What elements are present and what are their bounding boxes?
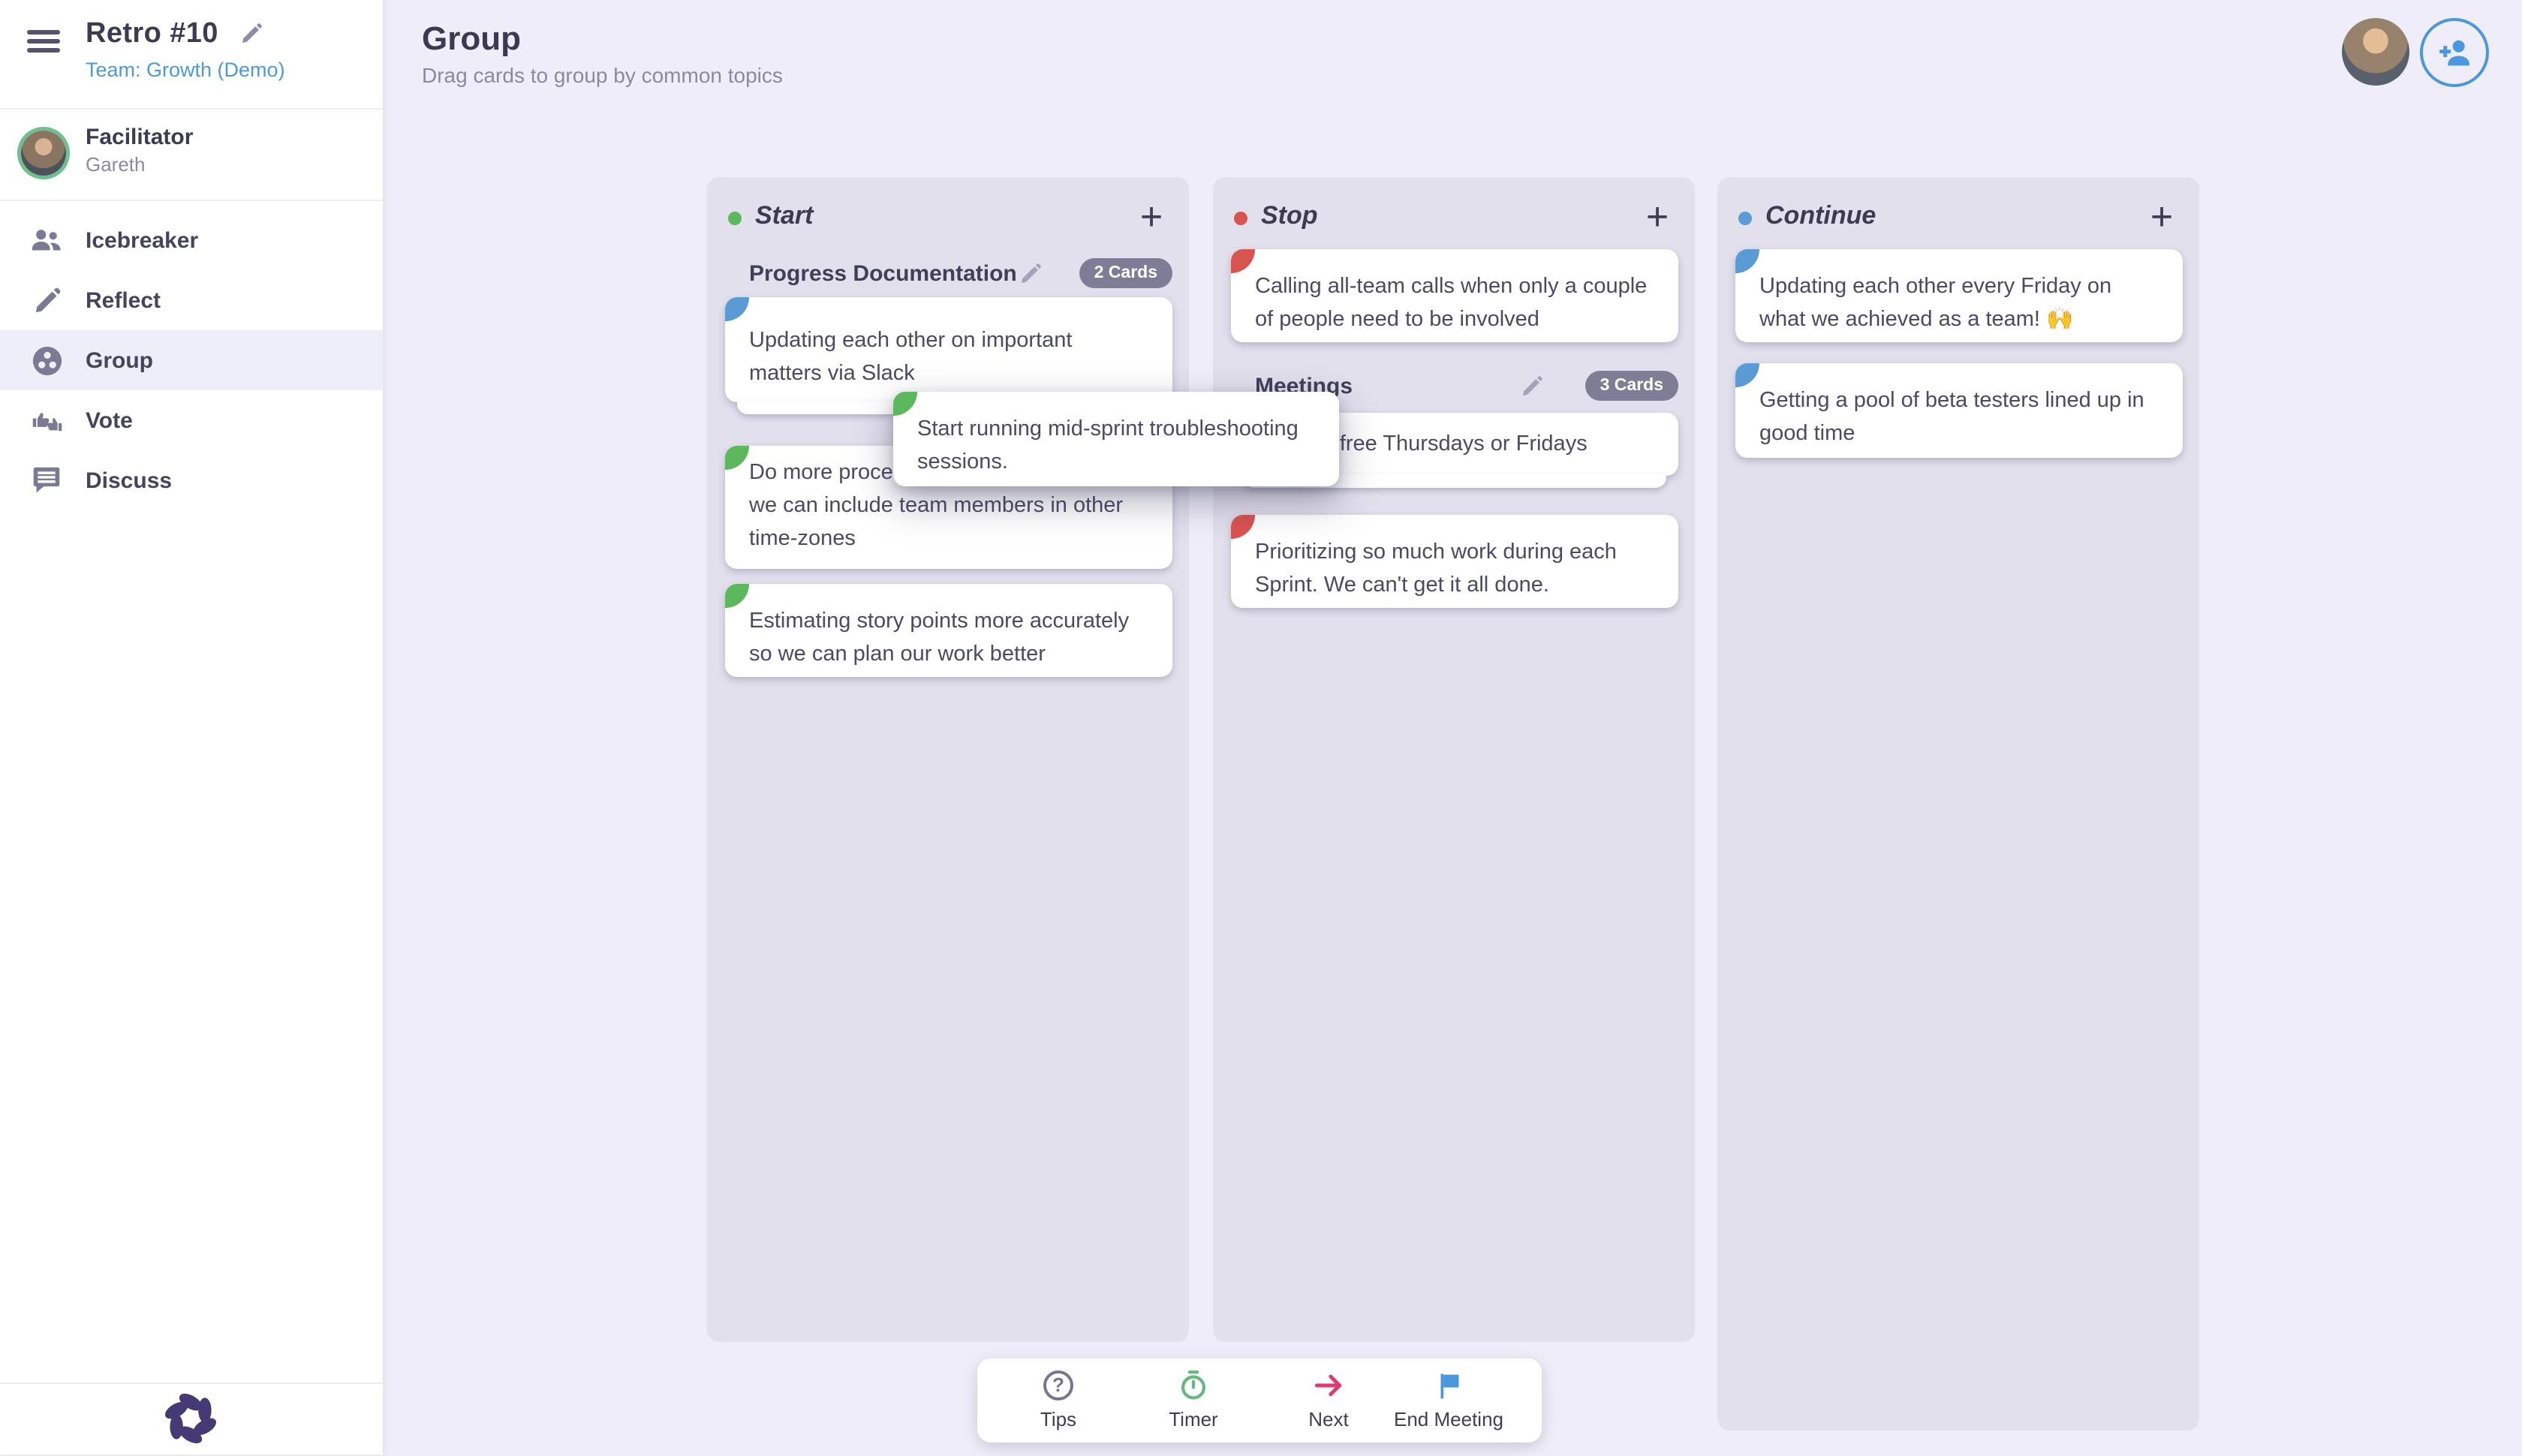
- page-subtitle: Drag cards to group by common topics: [422, 63, 783, 87]
- edit-group-icon[interactable]: [1019, 263, 1042, 285]
- card-text: Getting a pool of beta testers lined up …: [1759, 389, 2144, 446]
- card[interactable]: Prioritizing so much work during each Sp…: [1231, 515, 1678, 608]
- card[interactable]: Updating each other on important matters…: [725, 297, 1172, 402]
- facilitator-avatar: [21, 131, 66, 176]
- phase-menu: Icebreaker Reflect Group Vote: [0, 210, 383, 510]
- continue-color-dot: [1738, 212, 1752, 225]
- meeting-toolbar: ? Tips Timer Next: [977, 1358, 1542, 1442]
- sidebar-item-vote[interactable]: Vote: [0, 390, 383, 450]
- vote-thumbs-icon: [30, 404, 63, 437]
- add-card-button[interactable]: +: [2150, 194, 2174, 239]
- add-card-button[interactable]: +: [1139, 194, 1163, 239]
- hamburger-menu-icon[interactable]: [27, 30, 60, 54]
- discuss-bubble-icon: [30, 464, 63, 497]
- team-link[interactable]: Team: Growth (Demo): [86, 59, 285, 81]
- sidebar-item-group[interactable]: Group: [0, 330, 383, 390]
- retro-title: Retro #10: [86, 18, 218, 50]
- card-text: Updating each other every Friday on what…: [1759, 275, 2112, 332]
- start-color-dot: [728, 212, 742, 225]
- timer-label: Timer: [1169, 1408, 1218, 1430]
- card-text: Prioritizing so much work during each Sp…: [1255, 540, 1617, 597]
- stop-color-dot: [1234, 212, 1247, 225]
- arrow-right-icon: [1269, 1369, 1389, 1402]
- add-card-button[interactable]: +: [1645, 194, 1669, 239]
- stacked-card-edge: [1243, 474, 1666, 488]
- facilitator-name: Gareth: [86, 153, 146, 176]
- group-card-count-badge: 3 Cards: [1585, 371, 1678, 401]
- column-stop: Stop +: [1213, 177, 1695, 1342]
- card-text: Start running mid-sprint troubleshooting…: [917, 417, 1299, 474]
- user-avatar[interactable]: [2342, 18, 2409, 86]
- divider: [0, 108, 383, 110]
- stopwatch-icon: [1133, 1369, 1253, 1402]
- card-text: Estimating story points more accurately …: [749, 609, 1130, 666]
- sidebar-item-label: Discuss: [86, 468, 173, 493]
- group-card-count-badge: 2 Cards: [1079, 258, 1172, 288]
- app-logo: [161, 1388, 221, 1448]
- next-button[interactable]: Next: [1269, 1358, 1389, 1442]
- sidebar: Retro #10 Team: Growth (Demo) Facilitato…: [0, 0, 384, 1454]
- card[interactable]: Getting a pool of beta testers lined up …: [1735, 363, 2183, 458]
- page-title: Group: [422, 20, 521, 57]
- tips-label: Tips: [1040, 1408, 1077, 1430]
- end-meeting-button[interactable]: End Meeting: [1374, 1358, 1524, 1442]
- sidebar-item-discuss[interactable]: Discuss: [0, 450, 383, 510]
- edit-retro-title-icon[interactable]: [240, 23, 263, 45]
- sidebar-item-icebreaker[interactable]: Icebreaker: [0, 210, 383, 270]
- sidebar-item-reflect[interactable]: Reflect: [0, 270, 383, 330]
- sidebar-item-label: Reflect: [86, 287, 161, 313]
- card[interactable]: Calling all-team calls when only a coupl…: [1231, 249, 1678, 342]
- column-title: Continue: [1765, 201, 1876, 230]
- next-label: Next: [1308, 1408, 1349, 1430]
- card[interactable]: Updating each other every Friday on what…: [1735, 249, 2183, 342]
- flag-icon: [1374, 1369, 1524, 1402]
- group-cluster-icon: [30, 344, 63, 377]
- card-color-tab: [725, 297, 749, 321]
- edit-group-icon[interactable]: [1521, 375, 1543, 398]
- sidebar-item-label: Icebreaker: [86, 227, 199, 253]
- divider: [0, 200, 383, 201]
- dragged-card[interactable]: Start running mid-sprint troubleshooting…: [893, 392, 1339, 486]
- column-title: Start: [755, 201, 814, 230]
- divider: [0, 1382, 383, 1384]
- timer-button[interactable]: Timer: [1133, 1358, 1253, 1442]
- sidebar-item-label: Group: [86, 347, 153, 373]
- add-person-icon: [2439, 40, 2469, 66]
- end-meeting-label: End Meeting: [1394, 1408, 1503, 1430]
- card-group-header: Progress Documentation 2 Cards: [749, 258, 1172, 288]
- sidebar-item-label: Vote: [86, 408, 133, 433]
- people-icon: [30, 224, 63, 257]
- tips-button[interactable]: ? Tips: [998, 1358, 1118, 1442]
- card-text: Calling all-team calls when only a coupl…: [1255, 275, 1648, 332]
- facilitator-label: Facilitator: [86, 125, 194, 150]
- card[interactable]: Estimating story points more accurately …: [725, 584, 1172, 677]
- card-text: Updating each other on important matters…: [749, 329, 1073, 386]
- pencil-icon: [30, 284, 63, 317]
- question-mark-icon: ?: [998, 1369, 1118, 1402]
- group-name: Progress Documentation: [749, 261, 1017, 287]
- invite-participant-button[interactable]: [2420, 18, 2489, 87]
- column-title: Stop: [1261, 201, 1318, 230]
